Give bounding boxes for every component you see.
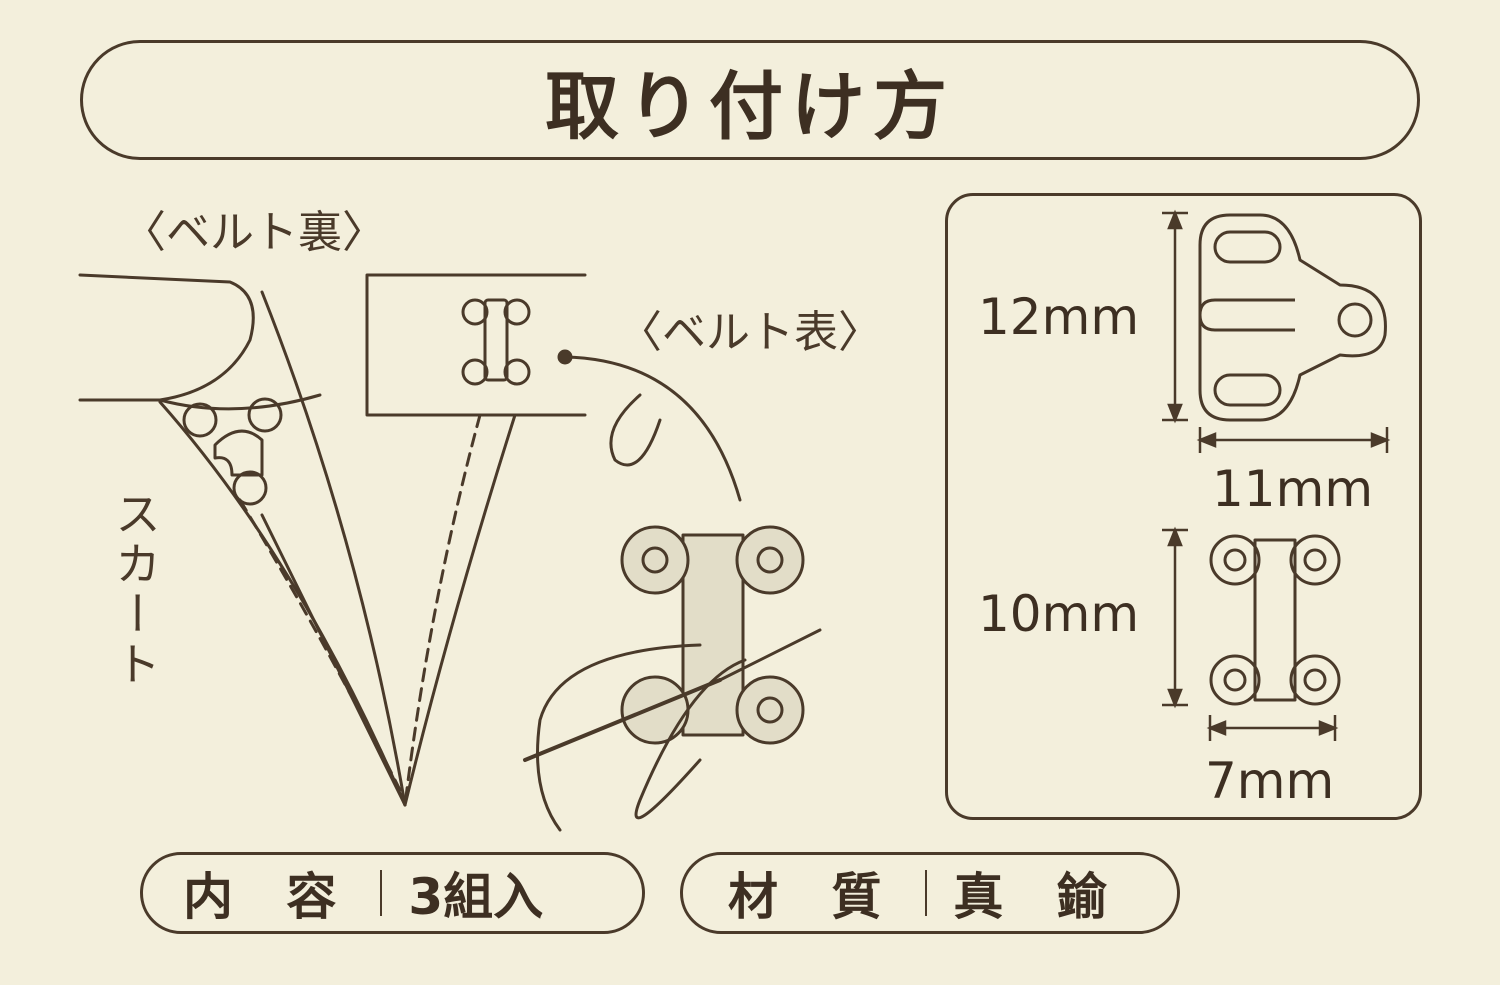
thread-loop <box>536 643 702 832</box>
belt-back-label: 〈ベルト裏〉 <box>122 207 386 258</box>
contents-pill: 内 容 3組入 <box>140 852 645 934</box>
needle-icon <box>523 678 722 762</box>
skirt-right-edge <box>403 413 517 807</box>
title-banner: 取り付け方 <box>80 40 1420 160</box>
skirt-label: スカート <box>108 490 162 690</box>
dimension-spec-box <box>945 193 1422 820</box>
eye-height-label: 10mm <box>978 585 1140 643</box>
material-divider <box>925 870 928 916</box>
stitch-line-left <box>238 498 402 792</box>
eye-icon <box>461 298 531 386</box>
hook-height-label: 12mm <box>978 288 1140 346</box>
hook-spec-icon <box>1198 213 1387 422</box>
contents-value: 3組入 <box>408 868 544 926</box>
belt-front-rect <box>365 273 587 417</box>
eye-spec-icon <box>1209 534 1341 706</box>
hook-icon <box>182 397 283 506</box>
skirt-inner-edge <box>260 290 407 807</box>
stitch-line-right <box>403 413 482 807</box>
skirt-left-edge <box>158 400 407 807</box>
contents-key: 内 容 <box>183 868 355 926</box>
material-key: 材 質 <box>728 868 900 926</box>
belt-back-shape <box>78 273 255 402</box>
material-value: 真 鍮 <box>953 868 1125 926</box>
hook-width-label: 11mm <box>1212 460 1374 518</box>
belt-front-label: 〈ベルト表〉 <box>618 307 882 358</box>
material-pill: 材 質 真 鍮 <box>680 852 1180 934</box>
contents-divider <box>380 870 383 916</box>
eye-width-label: 7mm <box>1205 752 1335 810</box>
page-title: 取り付け方 <box>545 63 955 150</box>
